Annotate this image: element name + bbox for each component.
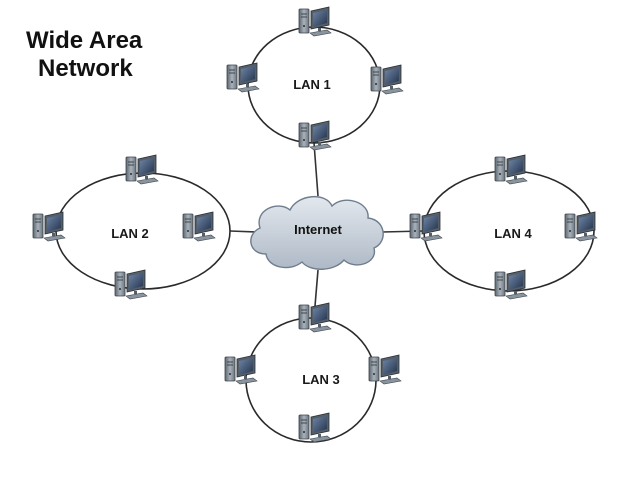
lan-1-label: LAN 1: [293, 77, 331, 92]
lan-2-label: LAN 2: [111, 226, 149, 241]
diagram-title-line-1: Wide Area: [26, 27, 143, 54]
desktop-computer-icon: [114, 269, 148, 300]
desktop-computer-icon: [224, 354, 258, 385]
lan-4-label: LAN 4: [494, 226, 532, 241]
desktop-computer-icon: [125, 154, 159, 185]
desktop-computer-icon: [564, 211, 598, 242]
desktop-computer-icon: [298, 302, 332, 333]
desktop-computer-icon: [409, 211, 443, 242]
desktop-computer-icon: [368, 354, 402, 385]
desktop-computer-icon: [182, 211, 216, 242]
cloud-icon: Internet: [250, 196, 384, 270]
desktop-computer-icon: [494, 154, 528, 185]
diagram-title-line-2: Network: [38, 55, 133, 82]
lan-2-internet-link: [229, 230, 257, 233]
desktop-computer-icon: [32, 211, 66, 242]
desktop-computer-icon: [298, 412, 332, 443]
desktop-computer-icon: [226, 62, 260, 93]
lan-1-internet-link: [313, 142, 319, 197]
desktop-computer-icon: [494, 269, 528, 300]
desktop-computer-icon: [370, 64, 404, 95]
desktop-computer-icon: [298, 6, 332, 37]
lan-3-label: LAN 3: [302, 372, 340, 387]
internet-label: Internet: [294, 222, 342, 237]
